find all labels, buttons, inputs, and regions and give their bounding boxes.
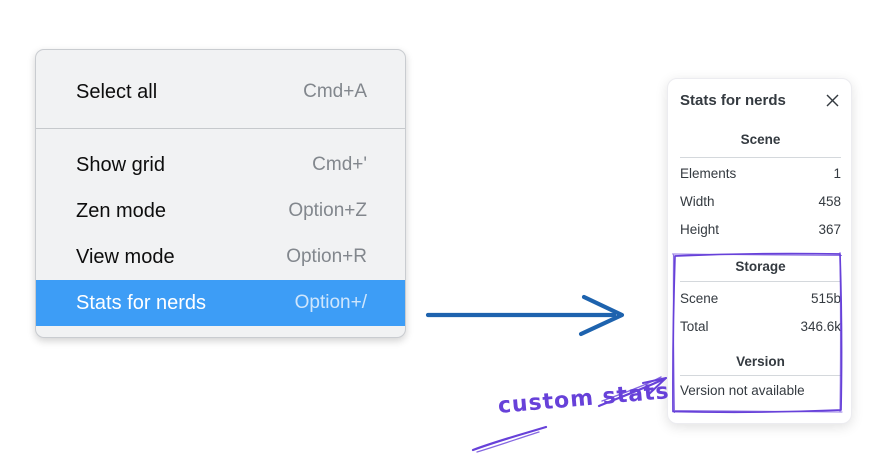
stat-value: 1 — [833, 166, 841, 181]
menu-item-view-mode[interactable]: View mode Option+R — [36, 234, 405, 280]
section-header-version: Version — [736, 354, 785, 369]
stat-row-scene-size: Scene 515b — [680, 285, 841, 313]
stat-label: Width — [680, 194, 715, 209]
menu-item-shortcut: Cmd+' — [312, 154, 367, 175]
menu-item-zen-mode[interactable]: Zen mode Option+Z — [36, 188, 405, 234]
menu-item-shortcut: Option+Z — [288, 200, 367, 221]
menu-item-label: Stats for nerds — [76, 291, 207, 314]
menu-item-shortcut: Option+/ — [294, 292, 367, 313]
menu-item-label: Select all — [76, 80, 158, 103]
stat-label: Total — [680, 319, 709, 334]
stat-value: 367 — [818, 222, 841, 237]
stat-label: Height — [680, 222, 720, 237]
pointer-arrow[interactable] — [425, 294, 625, 337]
stat-value: 515b — [810, 291, 841, 306]
version-note: Version not available — [680, 383, 805, 398]
menu-divider — [36, 128, 405, 129]
close-button[interactable] — [823, 91, 841, 109]
annotation-stroke[interactable] — [471, 425, 548, 453]
menu-item-label: Show grid — [76, 153, 165, 176]
stat-label: Elements — [680, 166, 737, 181]
menu-item-shortcut: Option+R — [286, 246, 367, 267]
stat-row-total-size: Total 346.6k — [680, 313, 841, 341]
section-divider — [680, 281, 841, 282]
menu-item-select-all[interactable]: Select all Cmd+A — [36, 69, 405, 115]
stat-row-height: Height 367 — [680, 216, 841, 244]
stat-label: Scene — [680, 291, 719, 306]
menu-item-stats-for-nerds[interactable]: Stats for nerds Option+/ — [36, 280, 405, 326]
stat-row-width: Width 458 — [680, 188, 841, 216]
menu-item-label: View mode — [76, 245, 175, 268]
context-menu: Select all Cmd+A Show grid Cmd+' Zen mod… — [35, 49, 406, 338]
section-divider — [680, 157, 841, 158]
stats-panel-title: Stats for nerds — [680, 91, 786, 109]
menu-item-show-grid[interactable]: Show grid Cmd+' — [36, 142, 405, 188]
menu-item-shortcut: Cmd+A — [303, 81, 367, 102]
stat-value: 458 — [818, 194, 841, 209]
section-divider — [680, 375, 841, 376]
stats-panel: Stats for nerds Scene Elements 1 Width 4… — [667, 78, 852, 424]
stat-value: 346.6k — [800, 319, 841, 334]
stats-panel-header: Stats for nerds — [680, 89, 841, 111]
stat-row-elements: Elements 1 — [680, 160, 841, 188]
section-header-storage: Storage — [735, 259, 786, 274]
menu-item-label: Zen mode — [76, 199, 167, 222]
annotation-label[interactable]: custom stats — [496, 379, 671, 419]
section-header-scene: Scene — [740, 132, 781, 147]
close-icon — [826, 94, 838, 106]
